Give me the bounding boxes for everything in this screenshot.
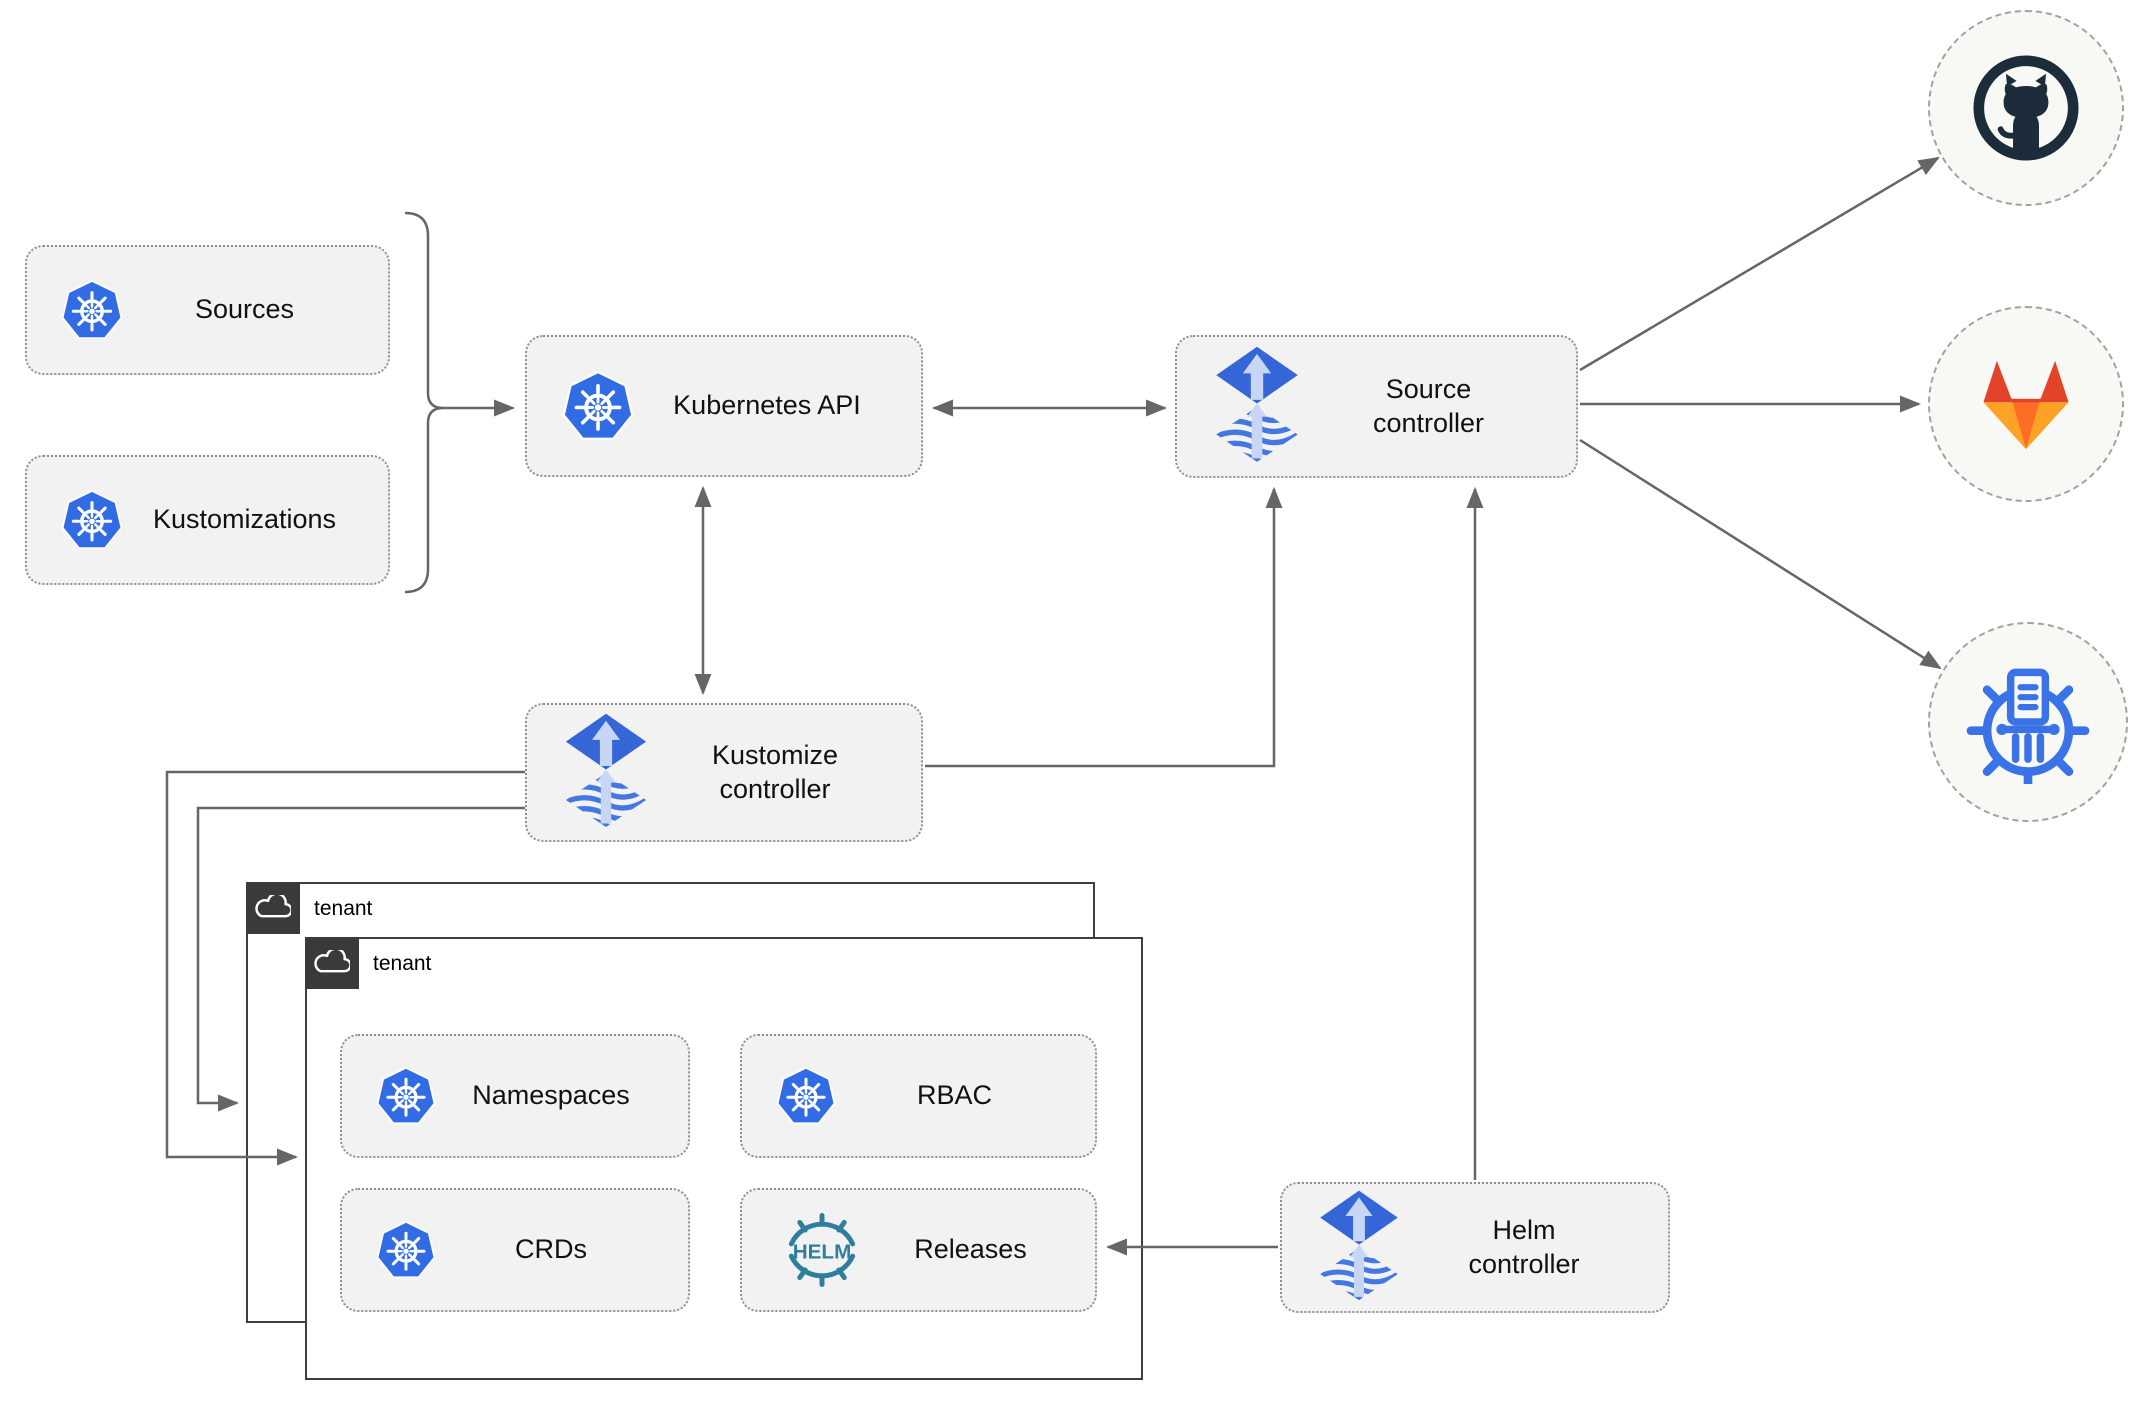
node-sources: Sources — [25, 245, 390, 375]
endpoint-gitlab — [1928, 306, 2124, 502]
github-icon — [1967, 49, 2085, 167]
node-sources-label: Sources — [194, 294, 295, 325]
kubernetes-icon — [776, 1066, 836, 1126]
flux-icon — [1316, 1189, 1402, 1307]
tenant-front-header — [305, 937, 359, 989]
node-crds: CRDs — [340, 1188, 690, 1312]
connector-source-to-github — [1579, 156, 1940, 372]
flux-icon — [1211, 345, 1303, 469]
node-rbac: RBAC — [740, 1034, 1097, 1158]
tenant-back-header — [246, 882, 300, 934]
node-kustomizations: Kustomizations — [25, 455, 390, 585]
helm-wheel-icon — [776, 1213, 868, 1287]
tenant-back-label: tenant — [314, 897, 373, 920]
node-kubernetes-api: Kubernetes API — [525, 335, 923, 477]
kubernetes-icon — [376, 1066, 436, 1126]
node-crds-label: CRDs — [515, 1234, 587, 1265]
node-helm-controller: Helm controller — [1280, 1182, 1670, 1313]
cloud-icon — [314, 950, 350, 976]
connector-bracket — [404, 211, 444, 594]
connector-kustomize-to-source-controller — [925, 486, 1283, 768]
node-kubernetes-api-label: Kubernetes API — [673, 390, 861, 421]
node-releases-label: Releases — [914, 1234, 1027, 1265]
endpoint-github — [1928, 10, 2124, 206]
flux-icon — [561, 712, 651, 834]
tenant-front-label: tenant — [373, 952, 432, 975]
node-releases: Releases — [740, 1188, 1097, 1312]
chartmuseum-icon — [1966, 660, 2090, 784]
node-kustomizations-label: Kustomizations — [152, 504, 337, 535]
node-kustomize-controller: Kustomize controller — [525, 703, 923, 842]
node-source-controller: Source controller — [1175, 335, 1578, 478]
node-namespaces: Namespaces — [340, 1034, 690, 1158]
tenant-box-front: tenant — [305, 937, 1143, 1380]
node-source-controller-label: Source controller — [1372, 373, 1485, 438]
endpoint-registry — [1928, 622, 2128, 822]
gitlab-icon — [1970, 353, 2082, 456]
kubernetes-icon — [61, 279, 123, 341]
node-helm-controller-label: Helm controller — [1468, 1214, 1580, 1279]
cloud-icon — [255, 895, 291, 921]
kubernetes-icon — [61, 489, 123, 551]
kubernetes-icon — [376, 1220, 436, 1280]
connector-source-to-registry — [1579, 438, 1942, 670]
node-namespaces-label: Namespaces — [472, 1080, 630, 1111]
node-kustomize-controller-label: Kustomize controller — [711, 739, 839, 804]
kubernetes-icon — [561, 370, 635, 442]
node-rbac-label: RBAC — [916, 1080, 992, 1111]
